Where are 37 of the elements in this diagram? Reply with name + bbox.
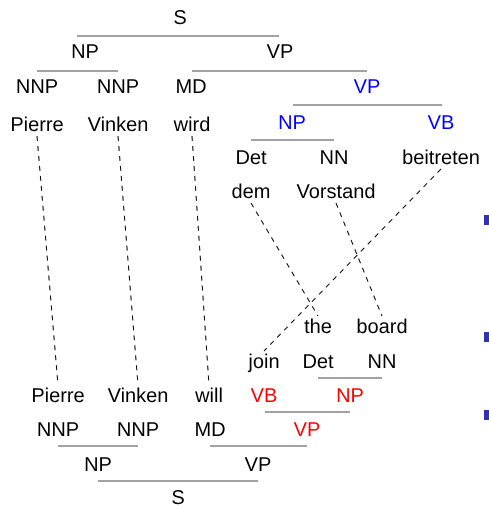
word-label: board <box>356 317 408 337</box>
alignment-line <box>250 202 318 316</box>
syntax-tag: VB <box>428 113 454 133</box>
syntax-tag: Det <box>235 148 267 168</box>
word-label: Vorstand <box>296 182 376 202</box>
syntax-tag: NN <box>320 148 348 168</box>
word-label: Pierre <box>31 386 85 406</box>
syntax-tag: NP <box>336 386 364 406</box>
syntax-tag: MD <box>175 77 207 97</box>
syntax-tag: NP <box>71 42 99 62</box>
word-label: Vinken <box>88 115 148 135</box>
syntax-tag: VP <box>354 77 380 97</box>
word-label: wird <box>174 115 210 135</box>
syntax-tag: NN <box>368 352 396 372</box>
syntax-tag: VB <box>250 386 278 406</box>
word-label: join <box>248 352 280 372</box>
syntax-tag: VP <box>266 42 294 62</box>
syntax-tag: S <box>171 488 185 507</box>
syntax-tag: NP <box>84 455 112 475</box>
word-label: Vinken <box>108 386 168 406</box>
word-label: dem <box>232 182 270 202</box>
syntax-tag: Det <box>302 352 334 372</box>
word-label: the <box>304 317 332 337</box>
word-label: will <box>195 386 223 406</box>
syntax-tag: NNP <box>36 420 80 440</box>
syntax-tag: MD <box>194 420 226 440</box>
word-label: Pierre <box>10 115 64 135</box>
syntax-tag: NNP <box>96 77 140 97</box>
alignment-line <box>336 202 382 316</box>
syntax-tag: NNP <box>116 420 160 440</box>
syntax-tag: VP <box>244 455 272 475</box>
syntax-tag: VP <box>294 420 320 440</box>
alignment-line <box>264 168 442 352</box>
syntax-tag: NP <box>278 113 306 133</box>
syntax-tag: NNP <box>16 77 58 97</box>
word-label: beitreten <box>402 148 480 168</box>
syntax-tag: S <box>173 8 187 28</box>
